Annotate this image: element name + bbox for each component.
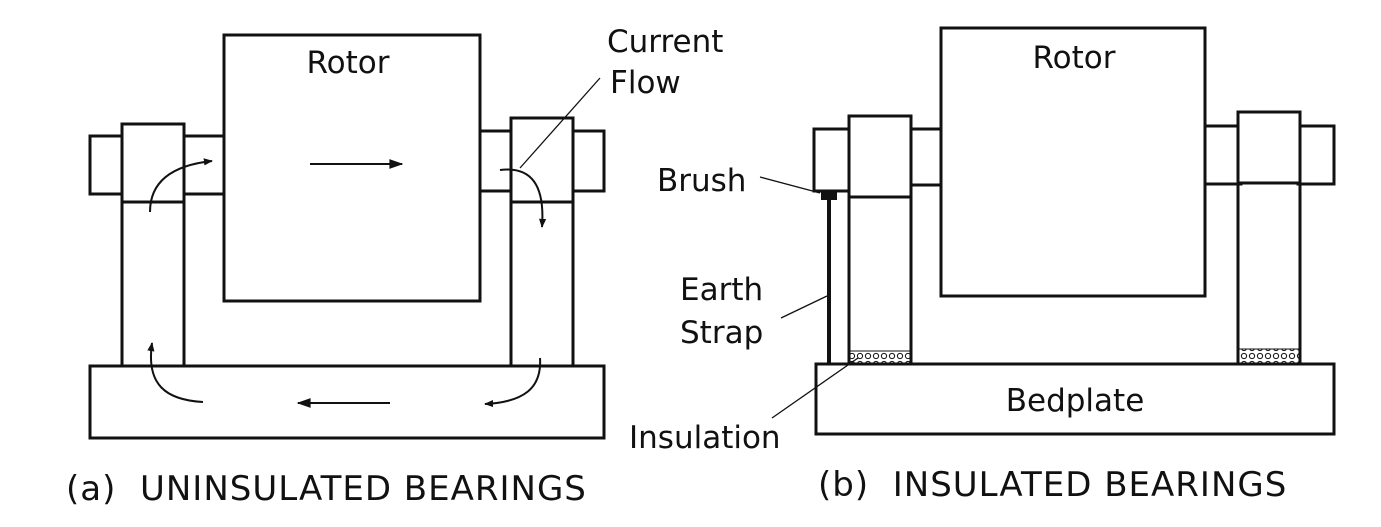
panel-b-right-pedestal <box>1236 181 1302 366</box>
panel-b-left-pedestal <box>847 195 913 366</box>
panel-a-caption: (a) UNINSULATED BEARINGS <box>66 469 587 509</box>
panel-a-right-shaft-end <box>568 129 606 193</box>
panel-b-bedplate <box>814 362 1336 436</box>
panel-b-left-shaft <box>907 127 946 187</box>
panel-a-left-bedplate-flow-arrow <box>147 342 204 403</box>
panel-b-right-bearing <box>1236 110 1302 185</box>
panel-a-right-shaft <box>476 129 515 193</box>
panel-a-right-bearing <box>509 116 575 204</box>
panel-b-left-bearing <box>847 114 913 199</box>
panel-b-brush <box>821 190 837 200</box>
panel-a-rotor <box>222 33 482 303</box>
panel-a-right-bearing-flow-arrow <box>499 168 547 228</box>
panel-b-rotor-label: Rotor <box>1033 40 1116 76</box>
panel-b-insulation-label: Insulation <box>629 420 781 456</box>
panel-b-left-shaft-end <box>812 127 854 193</box>
panel-a-current-flow-leader <box>519 77 601 169</box>
panel-a-current-flow-label-line1: Current <box>607 24 723 60</box>
panel-b-brush-leader <box>759 176 821 194</box>
panel-b-right-shaft-end <box>1296 124 1336 186</box>
panel-b-right-insulation <box>1238 348 1300 364</box>
panel-b-left-insulation <box>849 350 911 364</box>
panel-a-left-bearing-flow-arrow <box>149 158 213 213</box>
panel-b-bedplate-label: Bedplate <box>1006 383 1145 419</box>
panel-a-left-shaft-end <box>88 134 128 196</box>
panel-b-earth-strap-label-line1: Earth <box>680 272 763 308</box>
panel-b-earth-strap-label-line2: Strap <box>680 315 763 351</box>
panel-a-left-bearing <box>120 122 186 204</box>
panel-a-current-flow-label-line2: Flow <box>610 65 681 101</box>
panel-b-caption: (b) INSULATED BEARINGS <box>818 465 1287 505</box>
panel-b-earth-strap-leader <box>780 295 828 319</box>
panel-a-uninsulated: Rotor Current Flow (a) UNINSULATED BEARI… <box>66 24 723 509</box>
panel-b-brush-label: Brush <box>657 163 746 199</box>
panel-a-left-pedestal <box>120 198 186 368</box>
panel-b-right-shaft <box>1201 124 1243 186</box>
panel-b-insulated: Rotor Brush Earth Strap Insulation Bedpl… <box>629 26 1336 505</box>
panel-a-right-bedplate-flow-arrow <box>484 357 542 408</box>
panel-a-rotor-label: Rotor <box>307 45 390 81</box>
panel-b-rotor <box>939 26 1207 298</box>
panel-b-insulation-leader <box>771 357 859 419</box>
